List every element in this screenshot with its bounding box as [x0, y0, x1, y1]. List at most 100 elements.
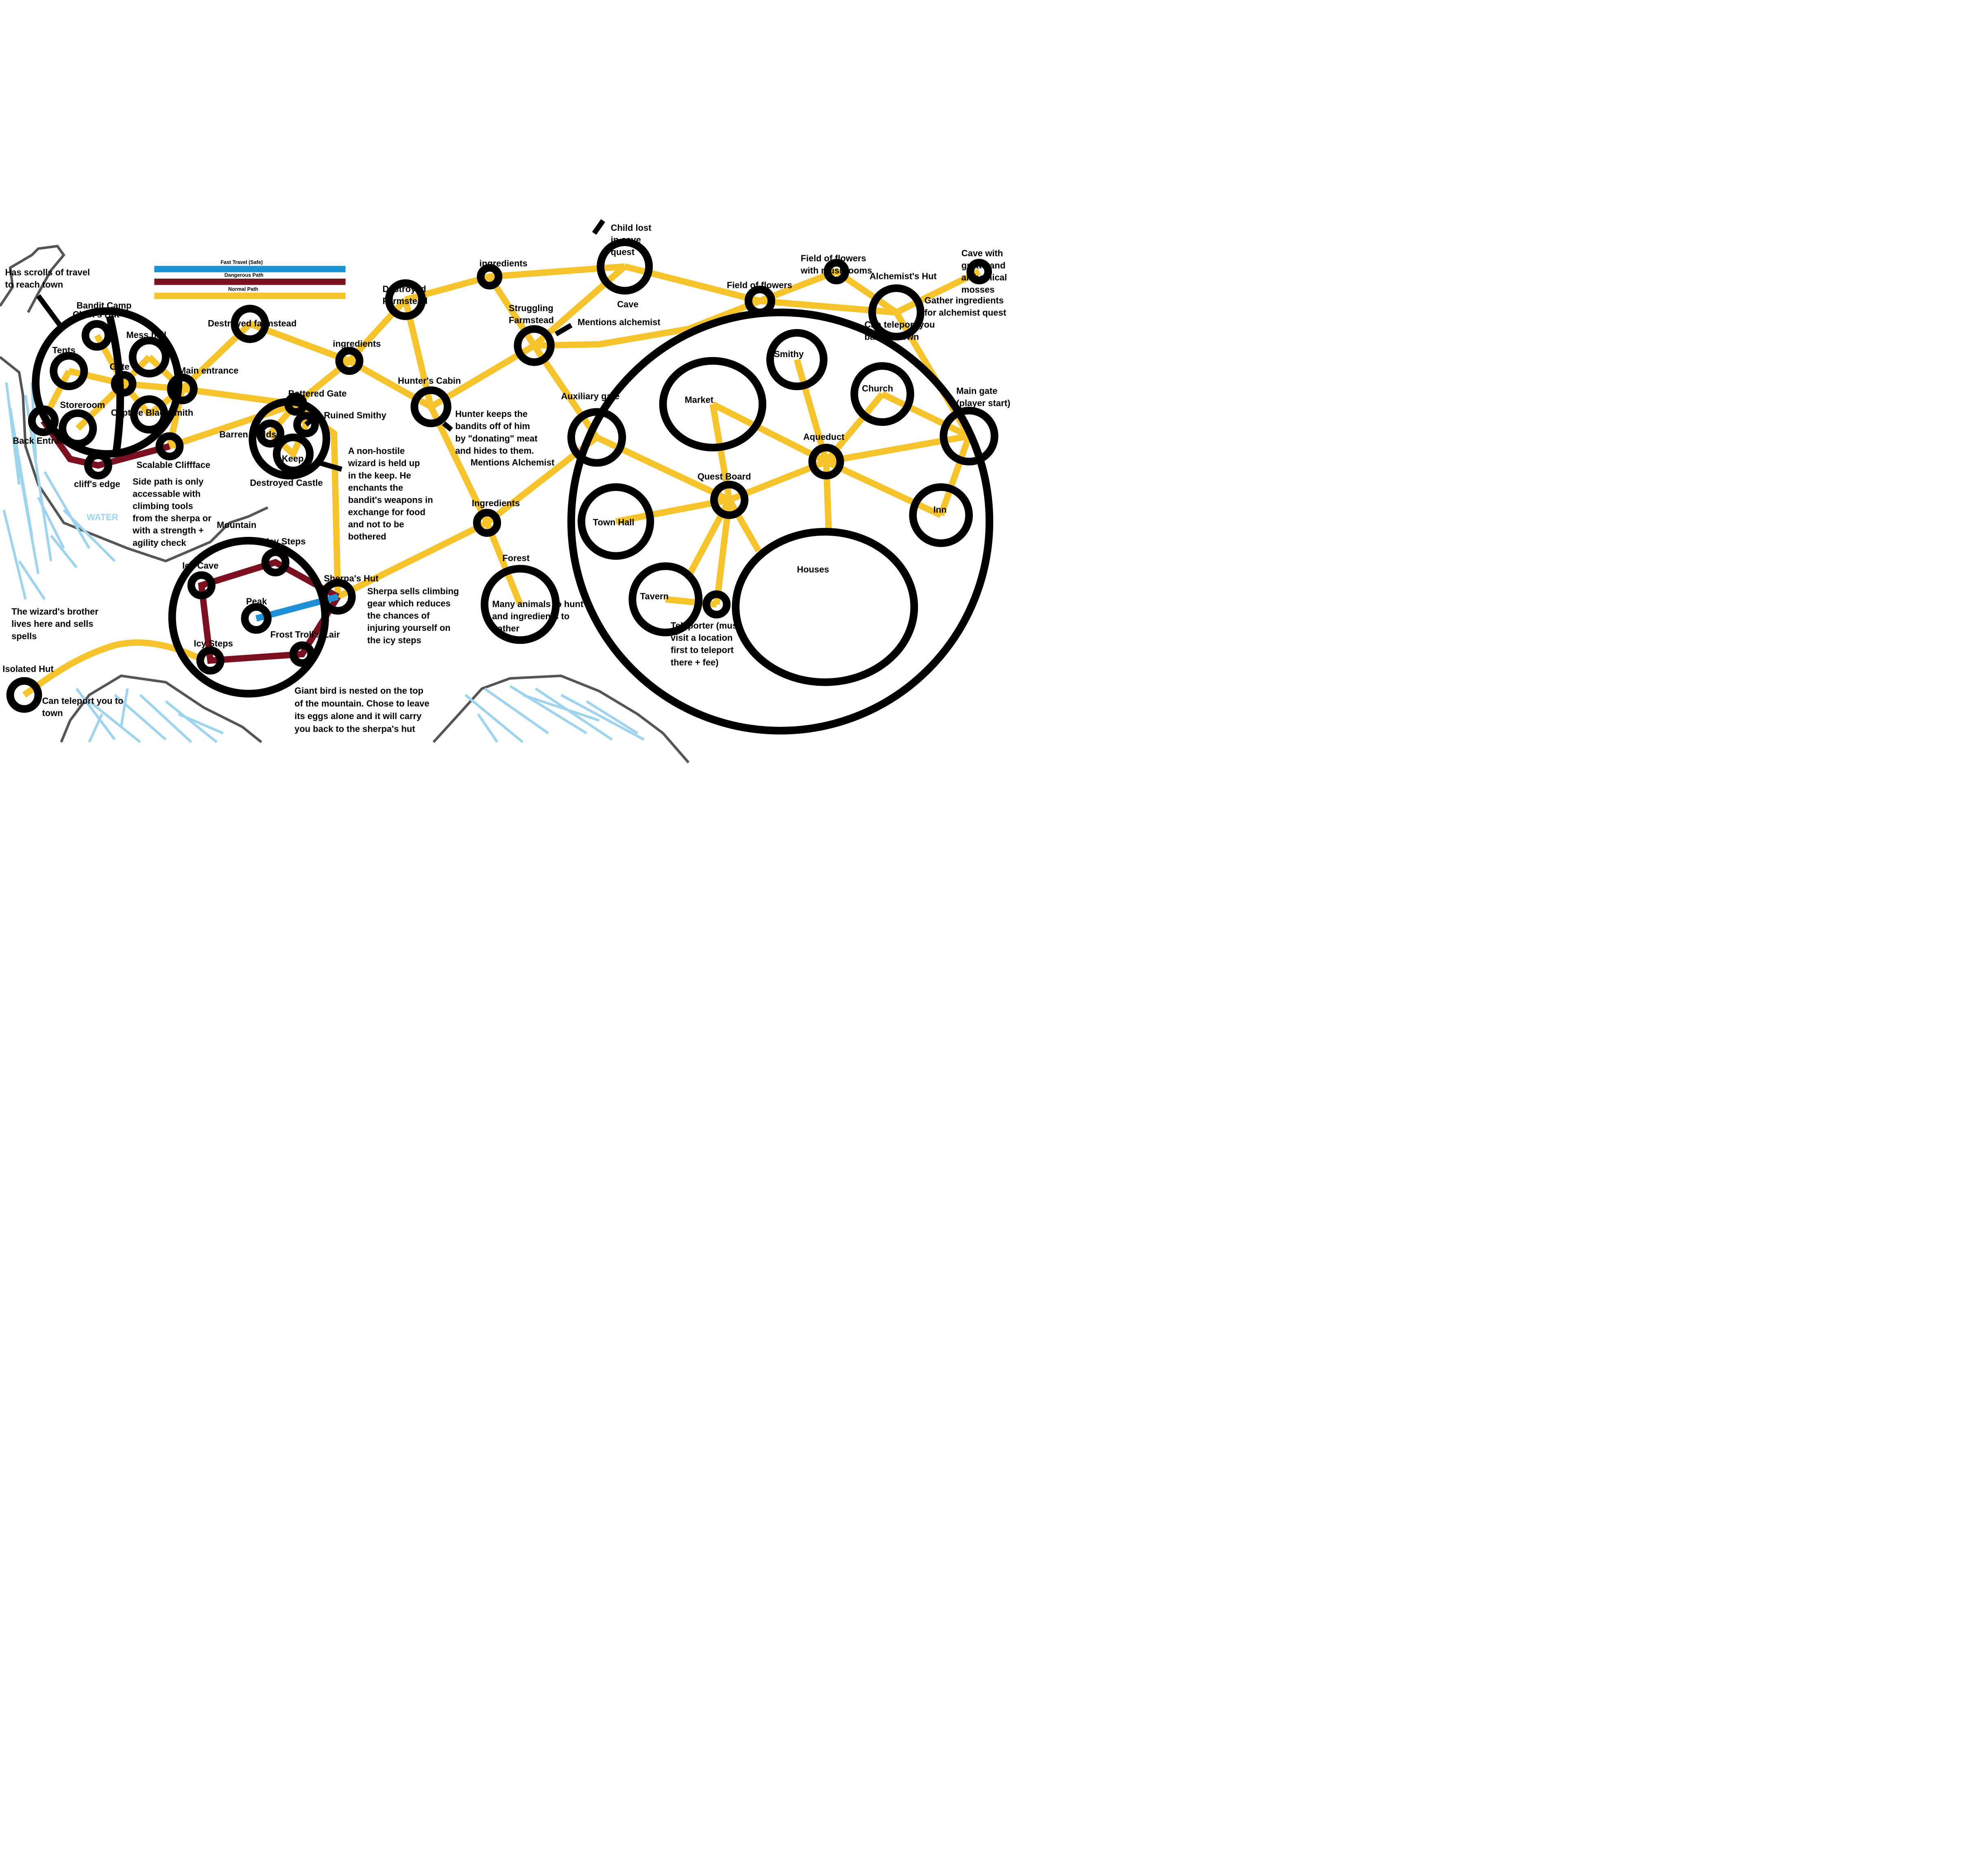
ingredients-node[interactable]	[335, 347, 364, 375]
captive-blacksmith-label: Captive Blacksmith	[111, 408, 193, 418]
mess-hall-node[interactable]	[129, 336, 170, 377]
cliffs-edge-node[interactable]	[84, 451, 112, 480]
wizard-note-pointer	[314, 459, 342, 472]
main-gate-label: Main gate(player start)	[956, 386, 1010, 408]
destroyed-farmstead-node[interactable]	[231, 305, 269, 343]
inn-node[interactable]	[909, 483, 973, 547]
keep-node[interactable]	[272, 433, 314, 475]
main-gate-node[interactable]	[940, 407, 998, 466]
inn-label: Inn	[933, 504, 947, 515]
struggling-farmstead-node[interactable]	[514, 325, 555, 366]
town-hall-node[interactable]	[578, 483, 654, 560]
smithy-label: Smithy	[774, 349, 804, 359]
icy-cave-node[interactable]	[187, 571, 216, 600]
alchemists-hut-node[interactable]	[868, 284, 924, 341]
market-node[interactable]	[659, 357, 767, 451]
path-normal	[336, 520, 489, 600]
tavern-label: Tavern	[640, 591, 669, 601]
ingredients-3-label: Ingredients	[472, 498, 520, 508]
scalable-cliffface-label: Scalable Cliffface	[136, 460, 210, 470]
main-entrance-node[interactable]	[167, 373, 198, 404]
peak-node[interactable]	[241, 603, 272, 634]
ingredients-3-node[interactable]	[473, 508, 501, 537]
ingredients-2-node[interactable]	[477, 264, 503, 290]
ruined-smithy-node[interactable]	[293, 412, 319, 438]
auxiliary-gate-node[interactable]	[567, 408, 626, 467]
aqueduct-node[interactable]	[808, 443, 844, 480]
icy-steps-top-node[interactable]	[261, 548, 290, 577]
icy-steps-bottom-node[interactable]	[196, 646, 225, 675]
church-node[interactable]	[850, 362, 914, 426]
chiefs-hut-node[interactable]	[81, 320, 112, 351]
quest-board-label: Quest Board	[698, 471, 751, 482]
storeroom-node[interactable]	[59, 409, 97, 448]
mentions-alchemist-label: Mentions alchemist	[578, 317, 660, 327]
field-of-flowers-node[interactable]	[744, 286, 776, 316]
legend-fast-travel-label: Fast Travel (Safe)	[220, 260, 263, 265]
back-entrance-node[interactable]	[28, 405, 59, 436]
icy-steps-bottom-label: Icy Steps	[194, 638, 233, 648]
frost-troll-lair-node[interactable]	[289, 641, 315, 667]
water-area: WATER	[2, 382, 645, 744]
smithy-node[interactable]	[766, 329, 828, 390]
town-hall-label: Town Hall	[593, 517, 634, 528]
barren-fields-label: Barren Fields	[219, 429, 276, 439]
hunters-cabin-node[interactable]	[410, 386, 451, 427]
path-normal	[895, 268, 981, 316]
destroyed-farmstead-label: Destroyed farmstead	[208, 318, 296, 329]
battered-gate-label: Battered Gate	[288, 388, 347, 399]
legend-normal-label: Normal Path	[228, 286, 258, 292]
auxiliary-gate-label: Auxiliary gate	[561, 391, 619, 401]
tavern-node[interactable]	[628, 562, 703, 637]
cave-label: Cave	[617, 299, 638, 310]
quest-board-node[interactable]	[710, 480, 749, 519]
forest-node[interactable]	[480, 565, 560, 644]
path-dangerous	[41, 419, 170, 469]
sherpas-hut-node[interactable]	[320, 579, 356, 615]
field-of-flowers-label: Field of flowers	[727, 280, 792, 290]
houses-node[interactable]	[732, 528, 918, 686]
scalable-cliffface-node[interactable]	[155, 432, 184, 460]
field-flowers-mushrooms-node[interactable]	[824, 259, 849, 285]
barren-fields-node[interactable]	[256, 419, 285, 448]
ingredients-label: ingredients	[333, 339, 381, 349]
gate-label: Gate	[110, 362, 130, 372]
cave-node[interactable]	[597, 238, 653, 295]
tents-node[interactable]	[50, 352, 88, 390]
mountain-region	[168, 536, 329, 698]
captive-blacksmith-node[interactable]	[130, 395, 168, 434]
path-normal	[534, 298, 761, 349]
path-normal	[726, 498, 762, 553]
town-region	[567, 308, 994, 735]
legend: Fast Travel (Safe) Dangerous Path Normal…	[154, 260, 346, 299]
teleporter-node[interactable]	[702, 590, 731, 619]
ruined-smithy-label: Ruined Smithy	[324, 410, 386, 420]
market-label: Market	[684, 395, 713, 405]
tents-label: Tents	[52, 345, 76, 355]
destroyed-farmstead-2-node[interactable]	[385, 279, 426, 320]
coastline	[0, 244, 690, 763]
hunter-note-pointer	[442, 421, 453, 432]
cliffs-edge-label: cliff's edge	[74, 479, 120, 489]
path-normal	[825, 458, 942, 518]
main-entrance-label: Main entrance	[179, 366, 239, 376]
alchemists-hut-label: Alchemist's Hut	[870, 271, 937, 281]
path-normal	[615, 497, 730, 525]
gate-node[interactable]	[111, 371, 137, 397]
icy-cave-label: Icy Cave	[182, 560, 218, 571]
mess-hall-label: Mess hall	[126, 330, 166, 340]
isolated-hut-node[interactable]	[6, 677, 42, 713]
battered-gate-node[interactable]	[284, 393, 307, 416]
cave-grotto-node[interactable]	[966, 259, 992, 285]
path-normal	[881, 391, 971, 439]
